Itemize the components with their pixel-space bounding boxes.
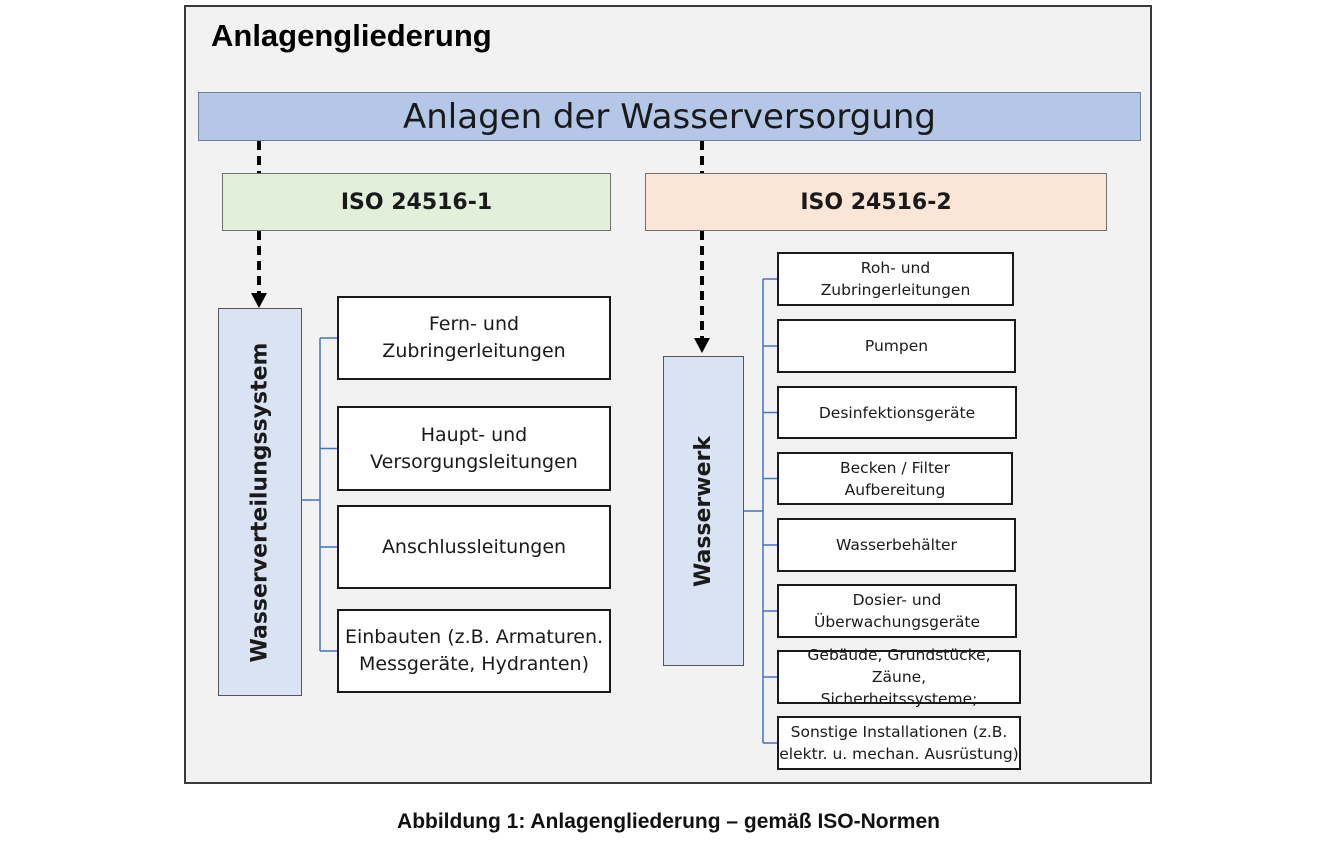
main-box: Anlagen der Wasserversorgung xyxy=(198,92,1141,141)
right-item-label: Zubringerleitungen xyxy=(820,281,971,299)
right-item-label: Aufbereitung xyxy=(844,480,946,499)
right-item-label: elektr. u. mechan. Ausrüstung) xyxy=(779,745,1019,763)
right-item-label: Roh- und xyxy=(860,259,931,277)
left-item-label: Einbauten (z.B. Armaturen. xyxy=(344,626,604,648)
right-item-label: Dosier- und xyxy=(852,591,942,609)
arrowhead-wasserwerk xyxy=(694,338,710,353)
left-item-label: Zubringerleitungen xyxy=(382,340,566,362)
right-item-label: Gebäude, Grundstücke, Zäune, xyxy=(807,646,991,686)
iso-24516-2-box: ISO 24516-2 xyxy=(645,173,1107,231)
right-item-label: Becken / Filter xyxy=(840,458,950,477)
right-item-label: Überwachungsgeräte xyxy=(813,613,981,631)
left-item-label: Versorgungsleitungen xyxy=(370,450,578,473)
iso-24516-1-box: ISO 24516-1 xyxy=(222,173,611,231)
wasserwerk-label: Wasserwerk xyxy=(691,435,717,587)
wasserverteilungssystem-label: Wasserverteilungssystem xyxy=(247,342,273,662)
diagram-heading: Anlagengliederung xyxy=(211,18,492,53)
left-item-label: Haupt- und xyxy=(420,423,528,446)
right-item-label: Sonstige Installationen (z.B. xyxy=(790,723,1008,741)
right-item: Wasserbehälter xyxy=(777,518,1016,572)
arrowhead-verteilung xyxy=(251,293,267,308)
right-item: Sonstige Installationen (z.B. elektr. u. … xyxy=(777,716,1021,770)
right-item: Desinfektionsgeräte xyxy=(777,386,1017,439)
figure-caption: Abbildung 1: Anlagengliederung – gemäß I… xyxy=(397,810,940,833)
wasserwerk-box: Wasserwerk xyxy=(663,356,744,666)
left-tree-connectors xyxy=(302,337,337,652)
right-item-label: Wasserbehälter xyxy=(836,536,957,554)
right-item: Gebäude, Grundstücke, Zäune, Sicherheitss… xyxy=(777,646,1021,708)
left-item: Einbauten (z.B. Armaturen. Messgeräte, Hy… xyxy=(337,609,611,693)
right-item: Pumpen xyxy=(777,319,1016,373)
left-item-label: Fern- und xyxy=(428,313,520,335)
wasserverteilungssystem-box: Wasserverteilungssystem xyxy=(218,308,302,696)
right-item-label: Pumpen xyxy=(864,337,929,355)
right-tree-connectors xyxy=(744,278,777,744)
left-item-label: Messgeräte, Hydranten) xyxy=(359,653,589,675)
left-item-label: Anschlussleitungen xyxy=(381,535,567,558)
left-item: Anschlussleitungen xyxy=(337,505,611,589)
right-item-label: Desinfektionsgeräte xyxy=(818,403,976,422)
right-item-label: Sicherheitssysteme; xyxy=(820,690,978,708)
